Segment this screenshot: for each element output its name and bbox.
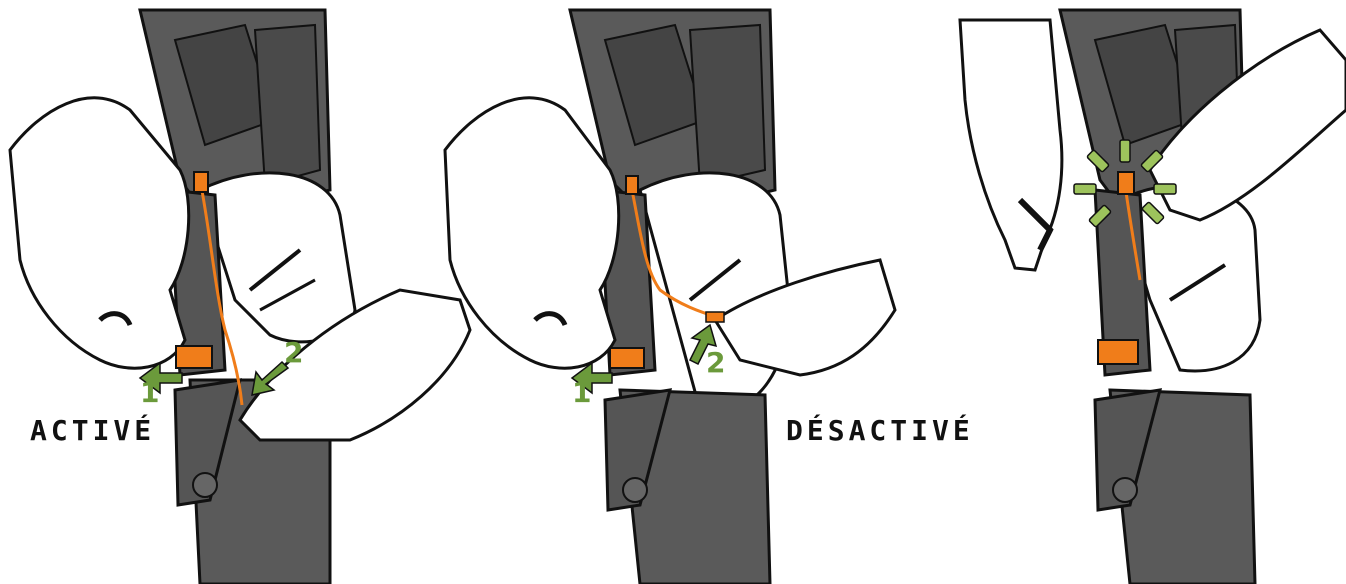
lock-clip bbox=[176, 346, 212, 368]
top-clip bbox=[194, 172, 208, 192]
panel-deactivated: 1 2 bbox=[445, 10, 895, 584]
step-1-label: 1 bbox=[572, 376, 591, 409]
cord-end bbox=[706, 312, 724, 322]
lock-clip bbox=[610, 348, 644, 368]
left-hand bbox=[445, 98, 619, 368]
step-1-label: 1 bbox=[140, 376, 159, 409]
label-deactivated: DÉSACTIVÉ bbox=[786, 413, 974, 447]
top-clip bbox=[626, 176, 638, 194]
step-2-label: 2 bbox=[284, 336, 303, 369]
top-clip bbox=[1118, 172, 1134, 194]
lock-clip bbox=[1098, 340, 1138, 364]
step-2-label: 2 bbox=[706, 346, 725, 379]
left-hand bbox=[10, 98, 189, 368]
panel-activated: 1 2 bbox=[10, 10, 470, 584]
label-activated: ACTIVÉ bbox=[30, 413, 155, 447]
panel-reset bbox=[960, 10, 1346, 584]
